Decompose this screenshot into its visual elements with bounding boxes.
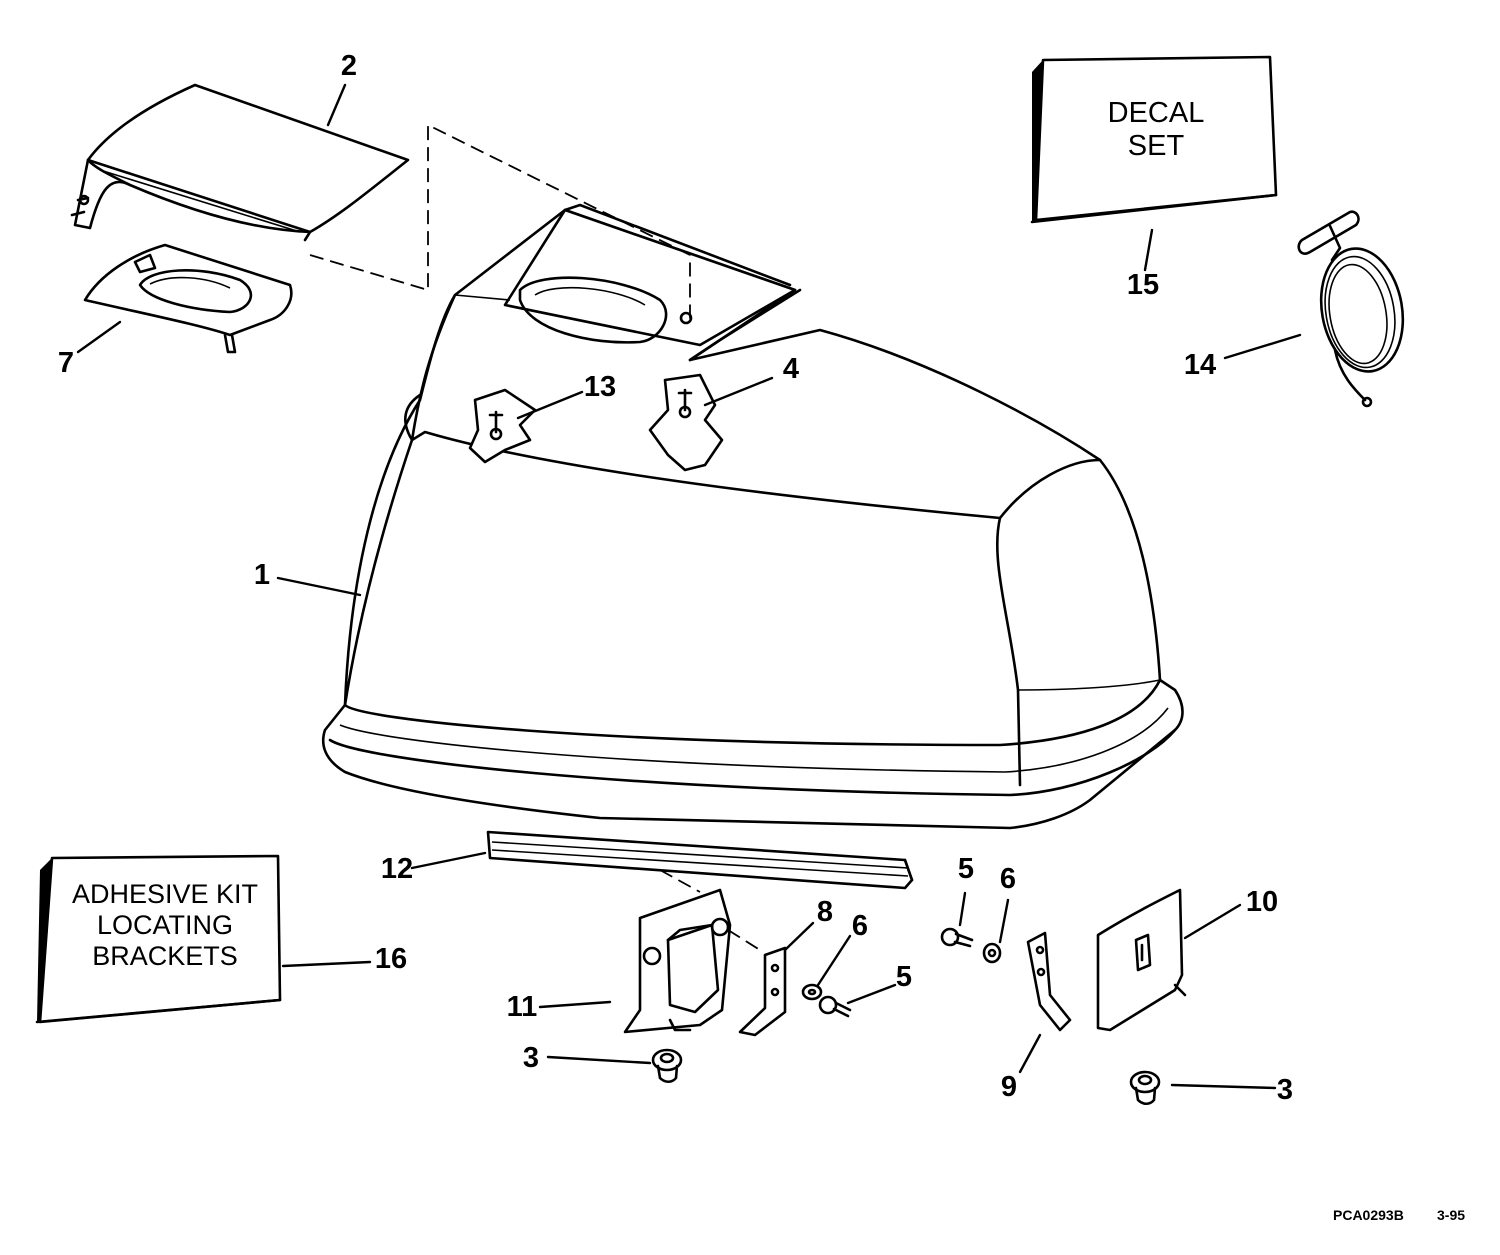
- screw-part-5a: [818, 995, 852, 1018]
- decal-set-box-part-15: DECAL SET: [1030, 55, 1278, 224]
- callout-16: 16: [375, 943, 407, 975]
- washer-part-6a: [801, 983, 823, 1001]
- bracket-part-13: [468, 388, 537, 464]
- adhesive-box-line3: BRACKETS: [92, 941, 238, 971]
- callout-6-left: 6: [852, 910, 868, 942]
- latch-part-11: [623, 888, 761, 1034]
- footer-code: PCA0293B: [1333, 1207, 1404, 1223]
- callout-15: 15: [1127, 269, 1159, 301]
- washer-part-6b: [982, 942, 1002, 964]
- callout-3-right: 3: [1277, 1074, 1293, 1106]
- motor-cover-part-1: [321, 203, 1184, 830]
- intake-seal-part-7: [83, 243, 293, 354]
- plate-part-10: [1096, 888, 1187, 1032]
- callout-9: 9: [1001, 1071, 1017, 1103]
- callout-10: 10: [1246, 886, 1278, 918]
- callout-7: 7: [58, 347, 74, 379]
- adhesive-kit-box-part-16: ADHESIVE KIT LOCATING BRACKETS: [35, 854, 282, 1024]
- callout-numbers: 2 7 1 13 4 15 14 12 16 11 3 8 6 5 5 6 9 …: [58, 50, 1293, 1106]
- bumper-part-3-left: [651, 1048, 683, 1084]
- decal-box-line2: SET: [1128, 130, 1185, 162]
- adhesive-box-line1: ADHESIVE KIT: [72, 879, 258, 909]
- adhesive-box-line2: LOCATING: [97, 910, 233, 940]
- seal-strip-part-12: [486, 830, 914, 893]
- leader-lines: [76, 83, 1302, 1090]
- callout-12: 12: [381, 853, 413, 885]
- decal-box-line1: DECAL: [1108, 97, 1205, 129]
- footer-date: 3-95: [1437, 1207, 1465, 1223]
- bracket-part-4: [648, 373, 724, 472]
- tether-cord-part-14: [1297, 210, 1405, 408]
- intake-cover-part-2: [70, 83, 410, 242]
- callout-8: 8: [817, 896, 833, 928]
- callout-4: 4: [783, 353, 799, 385]
- callout-13: 13: [584, 371, 616, 403]
- callout-3-left: 3: [523, 1042, 539, 1074]
- bracket-part-9: [1026, 931, 1072, 1032]
- callout-11: 11: [507, 991, 538, 1023]
- bracket-part-8: [738, 946, 787, 1037]
- footer: PCA0293B 3-95: [1333, 1207, 1465, 1223]
- callout-1: 1: [254, 559, 270, 591]
- callout-5-lower: 5: [896, 961, 912, 993]
- callout-14: 14: [1184, 349, 1216, 381]
- callout-2: 2: [341, 50, 357, 82]
- screw-part-5b: [940, 927, 974, 948]
- callout-6-right: 6: [1000, 863, 1016, 895]
- callout-5-upper: 5: [958, 853, 974, 885]
- bumper-part-3-right: [1129, 1070, 1161, 1106]
